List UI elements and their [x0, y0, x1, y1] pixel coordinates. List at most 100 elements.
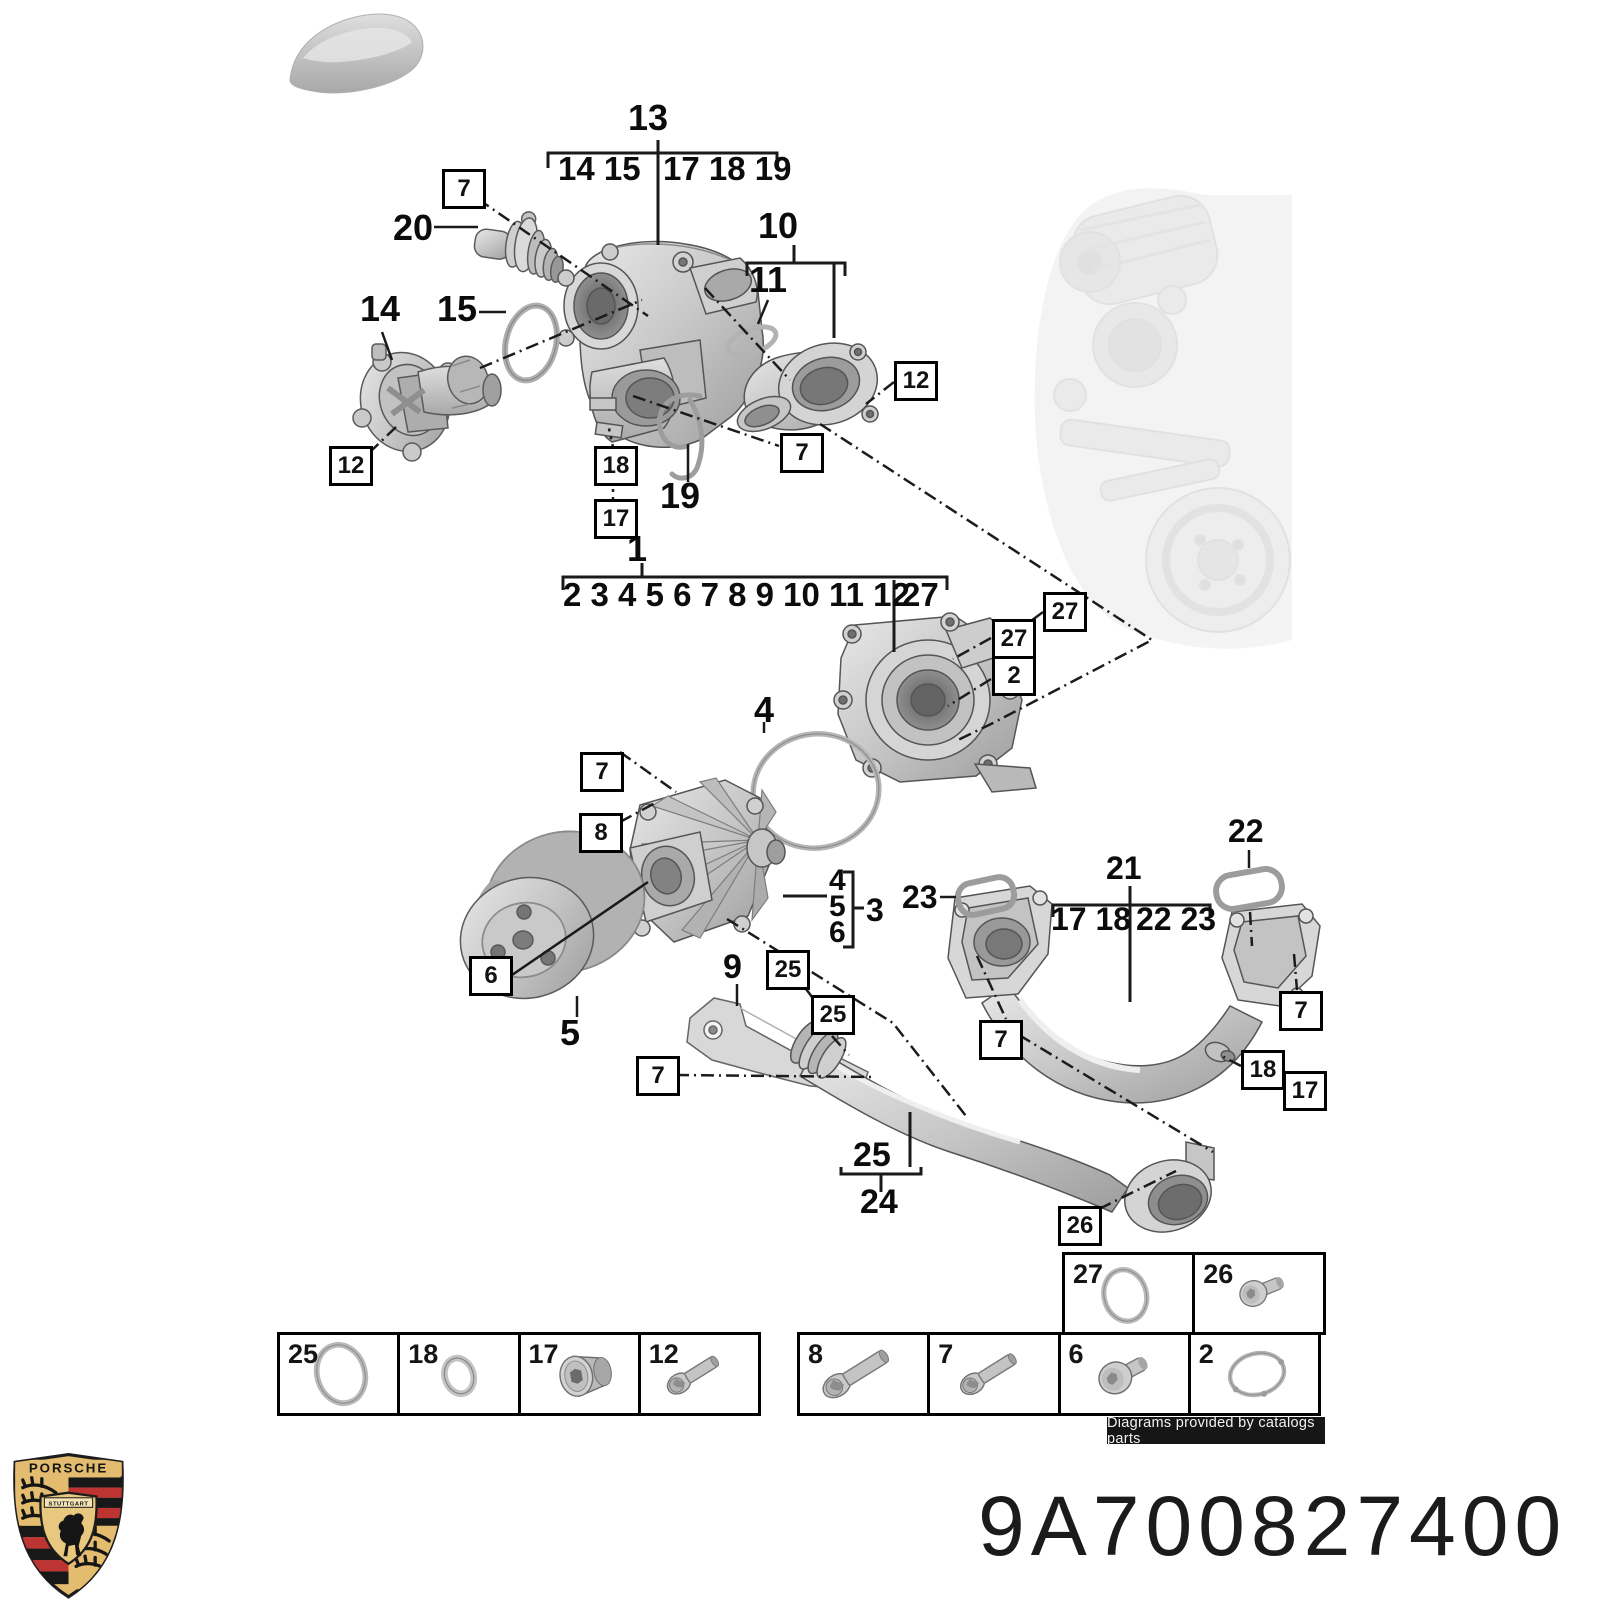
callout-box-18: 18 [1241, 1050, 1285, 1090]
callout-17-18: 17 18 [1051, 901, 1132, 937]
crest-horse [58, 1513, 85, 1557]
car-silhouette [289, 13, 424, 94]
callout-15: 15 [437, 288, 478, 329]
callout-box-7: 7 [580, 752, 624, 792]
parts-table-ref-6: 6 [1068, 1339, 1084, 1369]
callout-pointer-lines [380, 225, 1251, 1017]
callout-4: 4 [829, 864, 846, 897]
parts-table-cell-12: 12 [637, 1332, 761, 1416]
callout-17-18-19: 17 18 19 [663, 150, 792, 187]
callout-box-25: 25 [766, 950, 810, 990]
parts-table-ref-12: 12 [648, 1339, 679, 1369]
part-3-water-pump [629, 777, 786, 943]
parts-legend-table-right-bottom: 8 7 6 2 [797, 1332, 1321, 1416]
part-11-o-ring [725, 324, 779, 358]
callout-19: 19 [660, 475, 701, 516]
callout-4: 4 [754, 689, 775, 730]
part-22-gasket [1213, 866, 1285, 912]
callout-box-25: 25 [811, 995, 855, 1035]
callout-box-2: 2 [992, 656, 1036, 696]
callout-box-17: 17 [594, 499, 638, 539]
parts-table-ref-7: 7 [938, 1339, 954, 1369]
parts-legend-table-left: 25 18 17 12 [277, 1332, 761, 1416]
callout-box-12: 12 [894, 361, 938, 401]
screw-plug-icon [558, 1355, 612, 1397]
engine-reference-image [1034, 188, 1292, 649]
flange-bolt-icon [666, 1355, 719, 1395]
parts-table-ref-8: 8 [808, 1339, 824, 1369]
callout-6: 6 [829, 916, 846, 949]
sealing-washer-icon [441, 1354, 478, 1398]
callout-box-27: 27 [992, 619, 1036, 659]
part-13-thermostat-housing [557, 240, 764, 448]
part-14-thermostat [352, 343, 502, 462]
callout-box-6: 6 [469, 956, 513, 996]
callout-14-15: 14 15 [558, 150, 641, 187]
callout-13: 13 [628, 97, 669, 138]
parts-table-ref-26: 26 [1203, 1259, 1234, 1289]
flange-bolt-medium-icon [960, 1353, 1018, 1396]
dash-leader-lines [368, 197, 1299, 1211]
callout-22-23: 22 23 [1136, 901, 1217, 937]
callout-box-7: 7 [1279, 991, 1323, 1031]
callout-22: 22 [1228, 813, 1264, 849]
part-15-o-ring [502, 302, 560, 384]
o-ring-icon [1101, 1267, 1150, 1324]
parts-table-ref-17: 17 [528, 1339, 559, 1369]
parts-table-cell-7: 7 [927, 1332, 1061, 1416]
parts-table-cell-6: 6 [1057, 1332, 1191, 1416]
parts-legend-table-right-top: 27 26 [1062, 1252, 1326, 1335]
callout-box-7: 7 [636, 1056, 680, 1096]
callout-23: 23 [902, 879, 938, 915]
callout-2-3-4-5-6-7-8-9-10-11-12: 2 3 4 5 6 7 8 9 10 11 12 [563, 576, 910, 613]
watermark-banner: Diagrams provided by catalogs parts [1107, 1415, 1325, 1447]
part-number: 9A700827400 [978, 1479, 1568, 1573]
callout-box-27: 27 [1043, 592, 1087, 632]
part-10-water-outlet-elbow [736, 342, 879, 433]
o-ring-large-icon [313, 1341, 369, 1407]
parts-table-cell-17: 17 [517, 1332, 641, 1416]
parts-table-ref-18: 18 [408, 1339, 439, 1369]
parts-table-cell-27: 27 [1062, 1252, 1196, 1335]
callout-11: 11 [749, 259, 788, 300]
parts-table-cell-25: 25 [277, 1332, 401, 1416]
callout-20: 20 [393, 207, 434, 248]
callout-21: 21 [1106, 850, 1142, 886]
flange-bolt-long-icon [822, 1349, 890, 1399]
parts-table-cell-26: 26 [1192, 1252, 1326, 1335]
parts-table-cell-18: 18 [397, 1332, 521, 1416]
parts-table-ref-2: 2 [1198, 1339, 1214, 1369]
part-23-gasket [954, 874, 1018, 918]
callout-10: 10 [758, 205, 799, 246]
callout-27: 27 [902, 576, 939, 613]
callout-14: 14 [360, 288, 401, 329]
callout-5: 5 [829, 890, 846, 923]
parts-table-cell-8: 8 [797, 1332, 931, 1416]
clamp-ring-icon [1227, 1350, 1286, 1398]
callout-3: 3 [866, 892, 884, 928]
part-21-crossover-pipe [947, 885, 1321, 1104]
crest-city-name: STUTTGART [49, 1501, 89, 1507]
parts-table-cell-2: 2 [1187, 1332, 1321, 1416]
callout-box-26: 26 [1058, 1206, 1102, 1246]
callout-24: 24 [860, 1183, 898, 1221]
parts-table-ref-27: 27 [1073, 1259, 1104, 1289]
pan-head-screw-small-icon [1239, 1277, 1285, 1307]
callout-box-17: 17 [1283, 1071, 1327, 1111]
callout-box-12: 12 [329, 446, 373, 486]
part-20-connector-plug [473, 211, 564, 283]
part-24-coolant-pipe [789, 1020, 1215, 1233]
part-15-o-ring-inner-line [504, 305, 558, 381]
callout-box-7: 7 [780, 433, 824, 473]
part-1-pump-flange-housing [833, 612, 1037, 793]
porsche-crest-logo: PORSCHE STUTTGART [13, 1453, 124, 1599]
crest-brand-name: PORSCHE [29, 1460, 108, 1475]
parts-table-ref-25: 25 [288, 1339, 319, 1369]
callout-box-7: 7 [979, 1020, 1023, 1060]
callout-box-18: 18 [594, 446, 638, 486]
callout-box-8: 8 [579, 813, 623, 853]
callout-1: 1 [627, 528, 648, 569]
callout-box-7: 7 [442, 169, 486, 209]
